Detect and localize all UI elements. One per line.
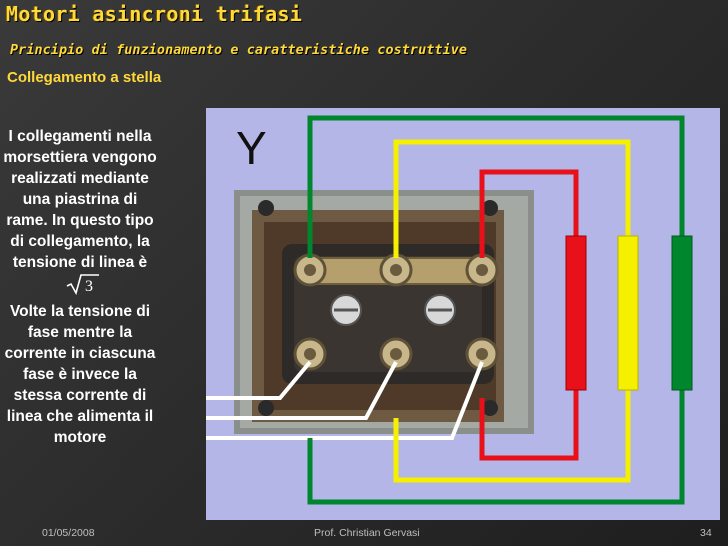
winding-yellow [617,235,639,391]
description-text: I collegamenti nella morsettiera vengono… [2,126,158,448]
winding-green [671,235,693,391]
footer-page-number: 34 [700,527,712,539]
bottom-terminals [293,337,499,371]
sqrt-symbol: 3 [66,274,99,296]
description-part-2: Volte la tensione di fase mentre la corr… [4,303,156,446]
section-heading: Collegamento a stella [7,69,162,86]
star-symbol-label: Y [236,122,267,174]
footer-date: 01/05/2008 [42,527,95,539]
middle-screws [330,294,456,326]
slide-title: Motori asincroni trifasi [6,2,303,26]
sqrt-value: 3 [85,278,93,295]
phase-wire-green [307,115,693,505]
slide-subtitle: Principio di funzionamento e caratterist… [10,43,468,58]
phase-wire-yellow [393,139,639,483]
supply-wires [206,360,484,440]
star-connection-diagram: Y [206,108,720,520]
phase-wire-red [479,169,587,461]
winding-red [565,235,587,391]
description-part-1: I collegamenti nella morsettiera vengono… [3,128,157,271]
terminal-board-drawing: Y [206,115,693,505]
top-terminals [293,253,499,287]
footer-author: Prof. Christian Gervasi [314,527,420,539]
sqrt-formula: 3 [66,273,100,301]
